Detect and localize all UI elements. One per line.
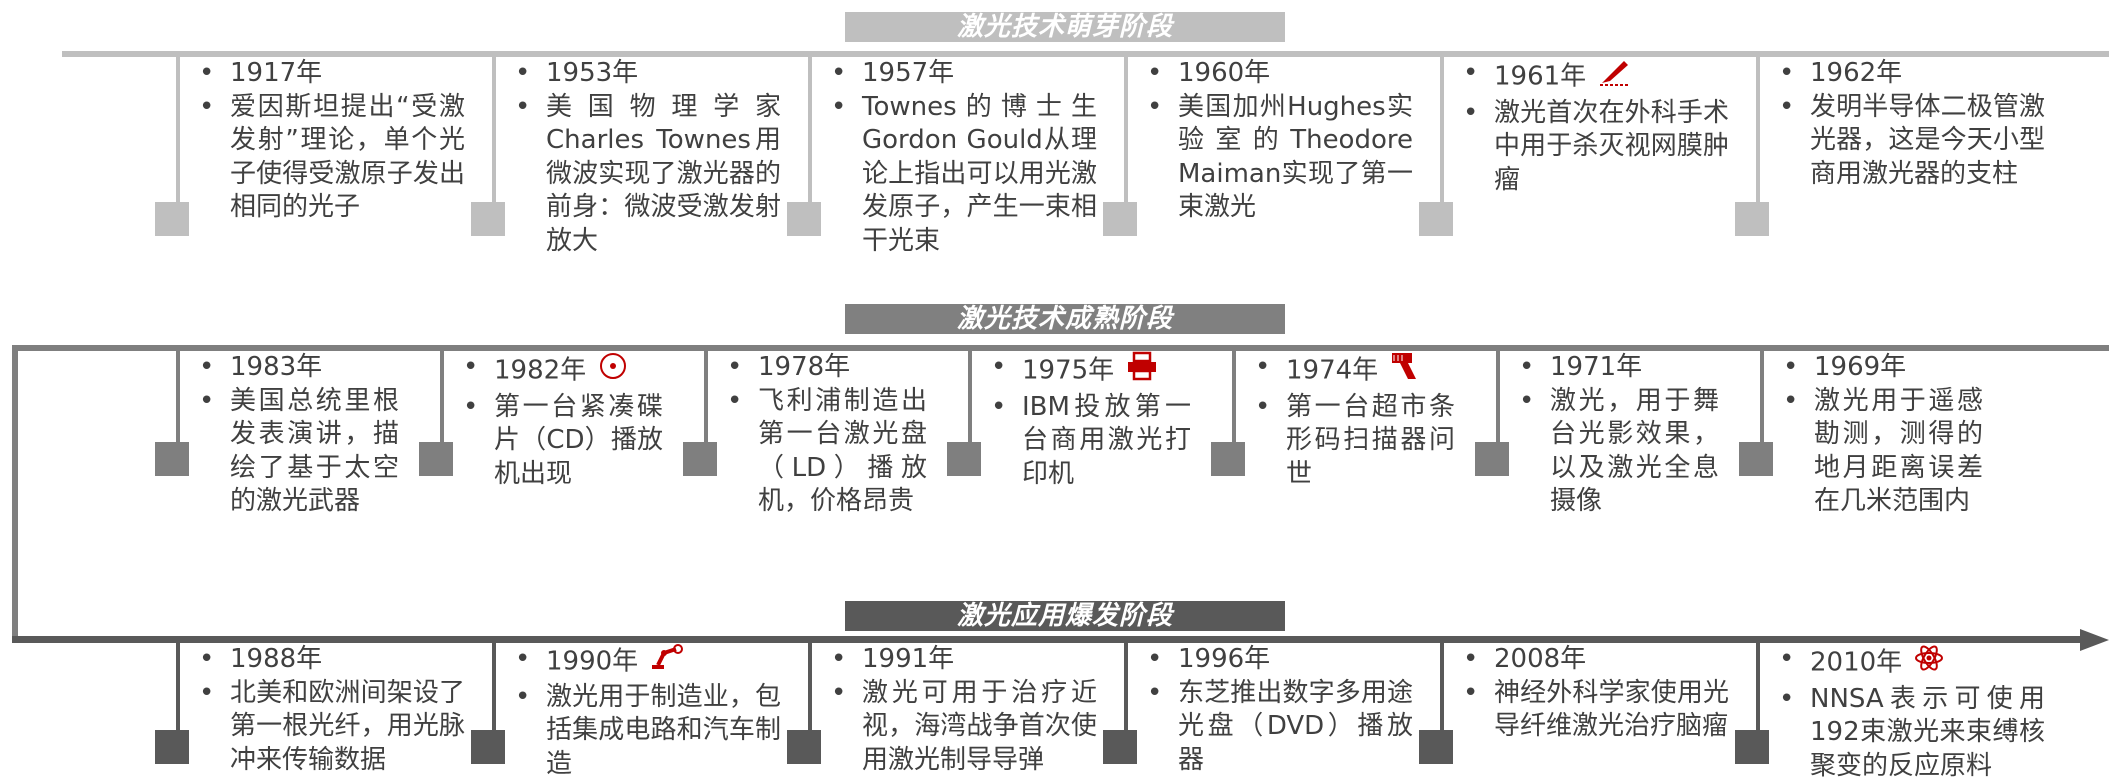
item-marker (1419, 202, 1453, 236)
item-stem (704, 351, 708, 442)
item-year: 1953年 (515, 57, 781, 91)
item-description: 神经外科学家使用光导纤维激光治疗脑瘤 (1463, 677, 1729, 744)
item-stem (1496, 351, 1500, 442)
item-stem (1124, 643, 1128, 730)
item-year: 1988年 (199, 643, 465, 677)
item-stem (1756, 57, 1760, 202)
item-marker (787, 730, 821, 764)
item-description: NNSA表示可使用192束激光来束缚核聚变的反应原料 (1779, 683, 2045, 783)
item-stem (808, 57, 812, 202)
item-marker (787, 202, 821, 236)
timeline-line-stage3 (12, 636, 2082, 643)
item-year: 1962年 (1779, 57, 2045, 91)
item-description: 美国物理学家Charles Townes用微波实现了激光器的前身：微波受激发射放… (515, 91, 781, 259)
item-description: Townes的博士生Gordon Gould从理论上指出可以用光激发原子，产生一… (831, 91, 1097, 259)
item-marker (155, 730, 189, 764)
item-marker (1419, 730, 1453, 764)
item-stem (1760, 351, 1764, 442)
item-year: 1990年 (515, 643, 781, 681)
scalpel-icon (1598, 57, 1632, 97)
robot-arm-icon (650, 643, 684, 681)
item-year: 2008年 (1463, 643, 1729, 677)
item-year: 1974年 (1255, 351, 1455, 391)
item-description: 东芝推出数字多用途光盘（DVD）播放器 (1147, 677, 1413, 778)
item-description: IBM投放第一台商用激光打印机 (991, 391, 1191, 492)
stage-title-explosion: 激光应用爆发阶段 (845, 601, 1285, 631)
item-description: 第一台紧凑碟片（CD）播放机出现 (463, 391, 663, 492)
item-description: 激光首次在外科手术中用于杀灭视网膜肿瘤 (1463, 97, 1729, 198)
item-marker (155, 442, 189, 476)
item-year: 2010年 (1779, 643, 2045, 683)
item-year: 1983年 (199, 351, 399, 385)
item-description: 激光用于制造业，包括集成电路和汽车制造 (515, 681, 781, 782)
item-description: 美国加州Hughes实验室的Theodore Maiman实现了第一束激光 (1147, 91, 1413, 225)
item-year: 1991年 (831, 643, 1097, 677)
item-year: 1996年 (1147, 643, 1413, 677)
item-year: 1975年 (991, 351, 1191, 391)
stage-title-budding: 激光技术萌芽阶段 (845, 12, 1285, 42)
item-stem (1440, 643, 1444, 730)
item-description: 第一台超市条形码扫描器问世 (1255, 391, 1455, 492)
item-description: 激光，用于舞台光影效果，以及激光全息摄像 (1519, 385, 1719, 519)
item-year: 1961年 (1463, 57, 1729, 97)
item-year: 1960年 (1147, 57, 1413, 91)
timeline-connector (12, 345, 18, 643)
item-year: 1957年 (831, 57, 1097, 91)
item-description: 发明半导体二极管激光器，这是今天小型商用激光器的支柱 (1779, 91, 2045, 192)
item-marker (683, 442, 717, 476)
item-description: 爱因斯坦提出“受激发射”理论，单个光子使得受激原子发出相同的光子 (199, 91, 465, 225)
item-stem (1440, 57, 1444, 202)
item-marker (1739, 442, 1773, 476)
item-year: 1982年 (463, 351, 663, 391)
timeline-arrow-head (2080, 629, 2109, 651)
printer-icon (1126, 351, 1158, 391)
item-marker (155, 202, 189, 236)
item-description: 激光可用于治疗近视，海湾战争首次使用激光制导导弹 (831, 677, 1097, 778)
cd-icon (598, 351, 628, 391)
item-stem (176, 351, 180, 442)
item-marker (471, 202, 505, 236)
item-marker (947, 442, 981, 476)
item-stem (176, 643, 180, 730)
item-stem (1232, 351, 1236, 442)
item-stem (1124, 57, 1128, 202)
item-stem (968, 351, 972, 442)
item-marker (1735, 202, 1769, 236)
item-description: 美国总统里根发表演讲，描绘了基于太空的激光武器 (199, 385, 399, 519)
item-marker (1475, 442, 1509, 476)
item-marker (1735, 730, 1769, 764)
item-stem (440, 351, 444, 442)
item-description: 北美和欧洲间架设了第一根光纤，用光脉冲来传输数据 (199, 677, 465, 778)
atom-icon (1914, 643, 1944, 683)
item-stem (176, 57, 180, 202)
item-stem (492, 643, 496, 730)
item-year: 1978年 (727, 351, 927, 385)
item-description: 飞利浦制造出第一台激光盘（LD）播放机，价格昂贵 (727, 385, 927, 519)
item-marker (1211, 442, 1245, 476)
item-year: 1971年 (1519, 351, 1719, 385)
item-description: 激光用于遥感勘测，测得的地月距离误差在几米范围内 (1783, 385, 1983, 519)
item-year: 1917年 (199, 57, 465, 91)
barcode-scanner-icon (1390, 351, 1420, 391)
item-stem (492, 57, 496, 202)
item-stem (808, 643, 812, 730)
item-marker (1103, 730, 1137, 764)
item-stem (1756, 643, 1760, 730)
item-year: 1969年 (1783, 351, 1983, 385)
stage-title-mature: 激光技术成熟阶段 (845, 304, 1285, 334)
item-marker (419, 442, 453, 476)
item-marker (1103, 202, 1137, 236)
item-marker (471, 730, 505, 764)
